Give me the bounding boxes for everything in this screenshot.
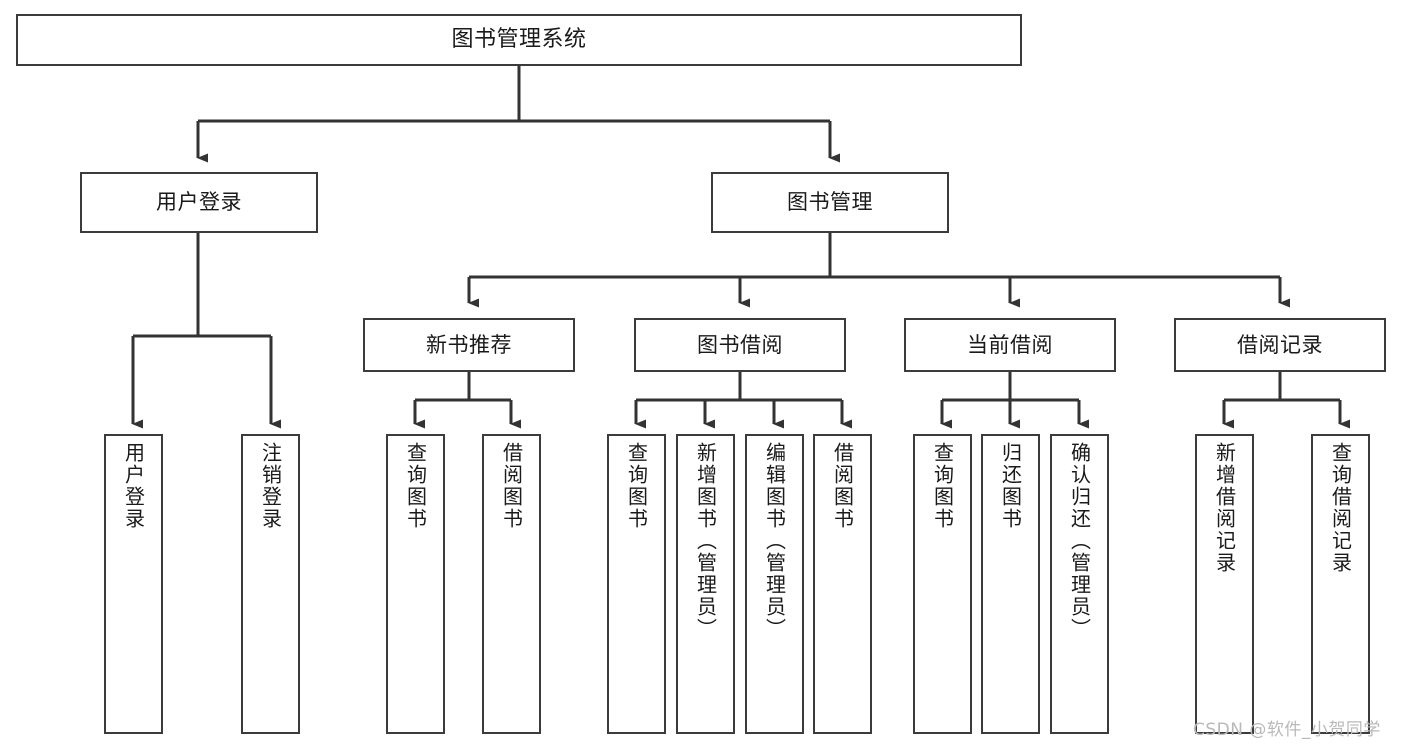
node-book-borrow-label: 图书借阅 [697, 332, 783, 357]
leaf-user-login[interactable]: 用户登录 [104, 434, 163, 734]
node-new-book-rec-label: 新书推荐 [426, 332, 512, 357]
leaf-user-login-label: 用户登录 [121, 442, 146, 530]
node-user-login[interactable]: 用户登录 [80, 172, 318, 233]
leaf-add-record[interactable]: 新增借阅记录 [1195, 434, 1254, 734]
node-current-borrow[interactable]: 当前借阅 [904, 318, 1116, 372]
leaf-add-record-label: 新增借阅记录 [1212, 442, 1237, 574]
leaf-edit-book[interactable]: 编辑图书（管理员） [745, 434, 804, 734]
leaf-query-book-2[interactable]: 查询图书 [607, 434, 666, 734]
node-root-label: 图书管理系统 [451, 27, 587, 53]
leaf-borrow-book-1-label: 借阅图书 [499, 442, 524, 530]
node-current-borrow-label: 当前借阅 [967, 332, 1053, 357]
leaf-logout[interactable]: 注销登录 [241, 434, 300, 734]
leaf-edit-book-label: 编辑图书（管理员） [762, 442, 787, 640]
node-new-book-rec[interactable]: 新书推荐 [363, 318, 575, 372]
node-user-login-label: 用户登录 [156, 190, 242, 215]
node-borrow-record-label: 借阅记录 [1237, 332, 1323, 357]
leaf-return-book[interactable]: 归还图书 [981, 434, 1040, 734]
leaf-add-book[interactable]: 新增图书（管理员） [676, 434, 735, 734]
leaf-confirm-return[interactable]: 确认归还（管理员） [1050, 434, 1109, 734]
leaf-query-book-3-label: 查询图书 [930, 442, 955, 530]
node-root[interactable]: 图书管理系统 [16, 14, 1022, 66]
leaf-query-record[interactable]: 查询借阅记录 [1311, 434, 1370, 734]
csdn-watermark: CSDN @软件_小贺同学 [1193, 720, 1381, 740]
leaf-query-record-label: 查询借阅记录 [1328, 442, 1353, 574]
node-borrow-record[interactable]: 借阅记录 [1174, 318, 1386, 372]
leaf-borrow-book-1[interactable]: 借阅图书 [482, 434, 541, 734]
leaf-query-book-1[interactable]: 查询图书 [386, 434, 445, 734]
leaf-logout-label: 注销登录 [258, 442, 283, 530]
leaf-confirm-return-label: 确认归还（管理员） [1067, 442, 1092, 640]
leaf-add-book-label: 新增图书（管理员） [693, 442, 718, 640]
leaf-return-book-label: 归还图书 [998, 442, 1023, 530]
leaf-query-book-3[interactable]: 查询图书 [913, 434, 972, 734]
node-book-manage-label: 图书管理 [787, 190, 873, 215]
node-book-borrow[interactable]: 图书借阅 [634, 318, 846, 372]
leaf-query-book-1-label: 查询图书 [403, 442, 428, 530]
leaf-borrow-book-2[interactable]: 借阅图书 [813, 434, 872, 734]
leaf-query-book-2-label: 查询图书 [624, 442, 649, 530]
leaf-borrow-book-2-label: 借阅图书 [830, 442, 855, 530]
node-book-manage[interactable]: 图书管理 [711, 172, 949, 233]
